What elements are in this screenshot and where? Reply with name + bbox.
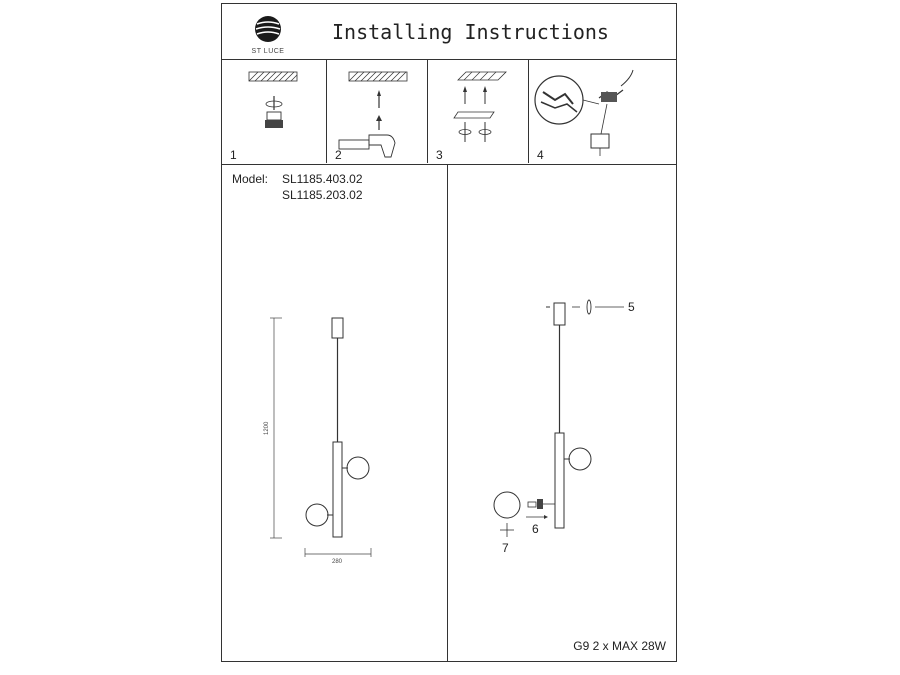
callout-7: 7 [502, 541, 509, 555]
brand-name: ST LUCE [251, 48, 285, 55]
callout-6: 6 [532, 522, 539, 536]
model-info: Model: SL1185.403.02 SL1185.203.02 [232, 171, 363, 203]
step-4-number: 4 [537, 148, 544, 162]
brand-logo-icon [255, 16, 281, 42]
height-dimension: 1200 [264, 421, 270, 435]
wiring-connection-icon [534, 69, 634, 156]
lamp-spec: G9 2 x MAX 28W [573, 639, 666, 653]
assembly-panel: 5 6 7 G9 2 x MAX 28W [448, 165, 676, 661]
step-2-panel: 2 [327, 60, 428, 163]
width-dimension: 280 [332, 559, 343, 565]
model-code-2: SL1185.203.02 [282, 188, 363, 202]
step-3-number: 3 [436, 148, 443, 162]
ceiling-mount-screw-icon [248, 71, 298, 128]
lamp-dimension-drawing: 1200 280 [264, 317, 372, 565]
model-code-1: SL1185.403.02 [282, 172, 363, 186]
model-label: Model: [232, 172, 269, 186]
hammer-anchor-icon [338, 71, 408, 158]
main-diagrams: Model: SL1185.403.02 SL1185.203.02 1200 [222, 165, 676, 661]
header: ST LUCE Installing Instructions [222, 4, 676, 60]
step-1-panel: 1 [222, 60, 327, 163]
lamp-assembly-drawing: 5 6 7 [493, 299, 635, 555]
instruction-sheet: ST LUCE Installing Instructions 1 [221, 3, 677, 662]
brand-logo: ST LUCE [248, 12, 288, 56]
dimensions-panel: Model: SL1185.403.02 SL1185.203.02 1200 [222, 165, 448, 661]
step-3-panel: 3 [428, 60, 529, 163]
page-title: Installing Instructions [332, 20, 609, 44]
step-4-panel: 4 [529, 60, 676, 163]
bracket-mount-icon [453, 71, 507, 142]
step-1-number: 1 [230, 148, 237, 162]
step-2-number: 2 [335, 148, 342, 162]
callout-5: 5 [628, 300, 635, 314]
installation-steps: 1 2 [222, 60, 676, 165]
